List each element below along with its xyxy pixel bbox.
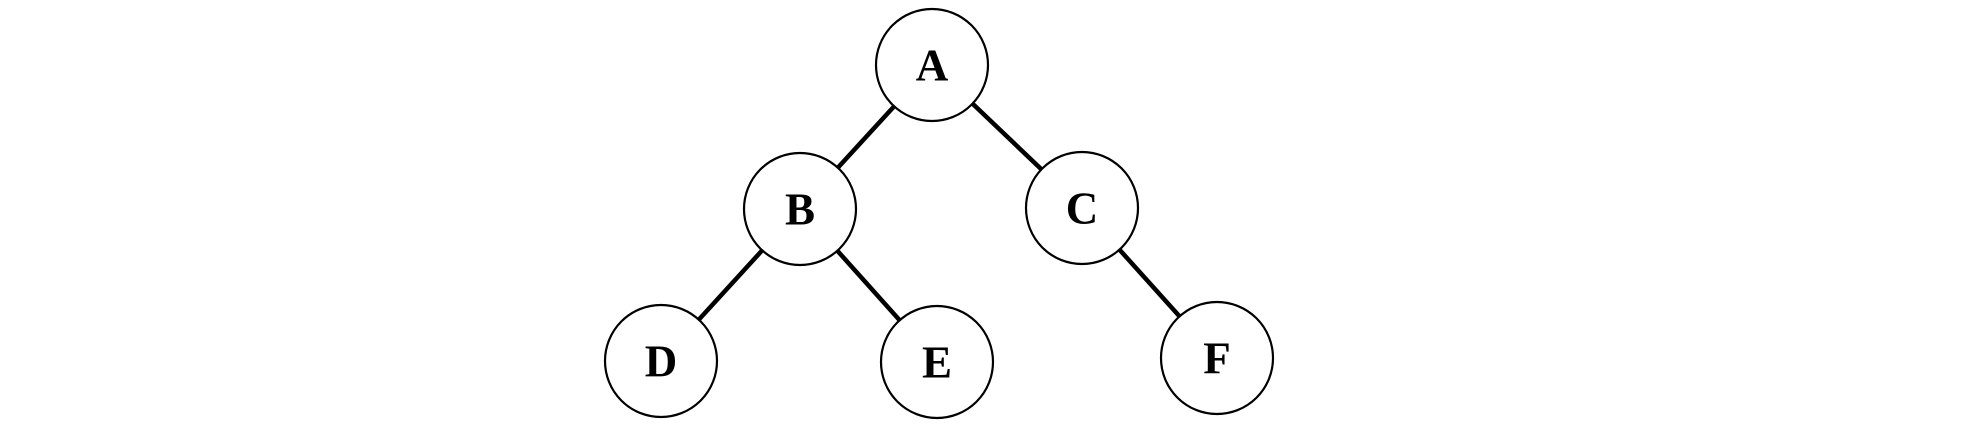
tree-node-A: A bbox=[874, 7, 990, 123]
node-label: C bbox=[1066, 183, 1099, 233]
tree-node-E: E bbox=[879, 304, 995, 420]
tree-node-C: C bbox=[1024, 150, 1140, 266]
node-circle bbox=[1024, 150, 1140, 266]
tree-node-B: B bbox=[742, 151, 858, 267]
node-circle bbox=[603, 303, 719, 419]
node-label: B bbox=[785, 184, 815, 234]
tree-node-D: D bbox=[603, 303, 719, 419]
node-circle bbox=[879, 304, 995, 420]
node-circle bbox=[1159, 300, 1275, 416]
node-circle bbox=[742, 151, 858, 267]
tree-node-F: F bbox=[1159, 300, 1275, 416]
node-label: F bbox=[1203, 333, 1231, 383]
node-label: D bbox=[645, 336, 678, 386]
node-circle bbox=[874, 7, 990, 123]
node-label: E bbox=[922, 337, 952, 387]
node-label: A bbox=[916, 40, 949, 90]
